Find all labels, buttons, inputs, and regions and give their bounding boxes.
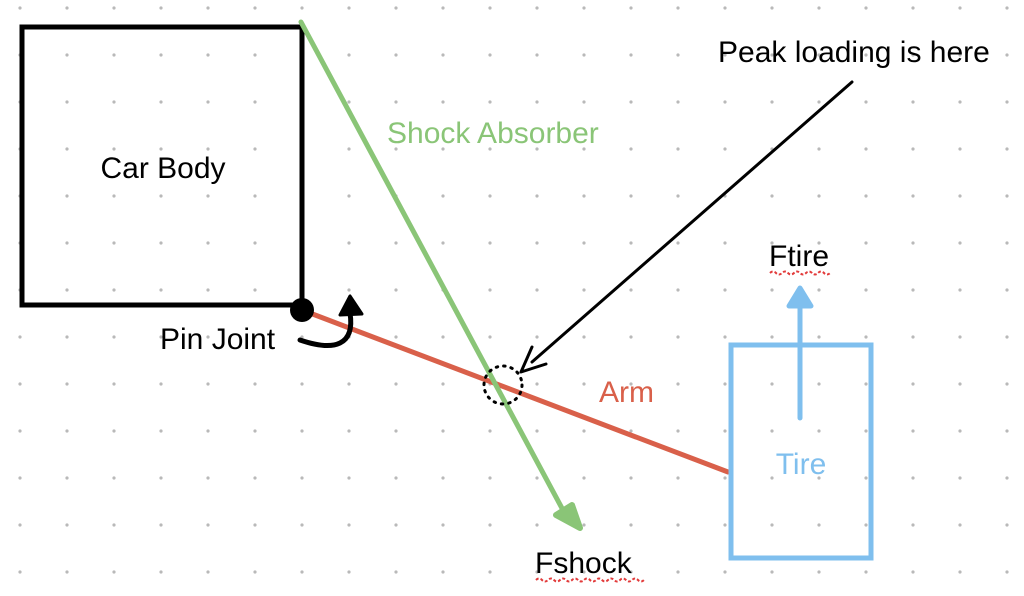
tire-label: Tire — [776, 448, 827, 481]
car-body-box — [19, 24, 305, 308]
shock-absorber-label: Shock Absorber — [387, 117, 599, 150]
ftire-label: Ftire — [769, 240, 829, 273]
fshock-label: Fshock — [535, 547, 633, 580]
arm-label: Arm — [599, 376, 654, 409]
fshock-spell-underline — [535, 577, 645, 583]
peak-loading-arrowhead — [519, 345, 548, 374]
rotation-arrow-icon — [297, 310, 354, 349]
pin-joint-label: Pin Joint — [160, 323, 276, 356]
peak-loading-marker — [482, 364, 524, 406]
shock-absorber-line — [298, 19, 567, 515]
peak-loading-pointer — [530, 80, 854, 364]
shock-arrowhead — [553, 502, 583, 531]
ftire-arrowhead — [786, 285, 814, 309]
ftire-spell-underline — [769, 270, 831, 276]
arm-line — [299, 307, 731, 475]
rotation-arrowhead — [338, 294, 364, 317]
peak-loading-label: Peak loading is here — [718, 36, 990, 69]
pin-joint-marker — [290, 298, 314, 322]
car-body-label: Car Body — [100, 152, 225, 185]
